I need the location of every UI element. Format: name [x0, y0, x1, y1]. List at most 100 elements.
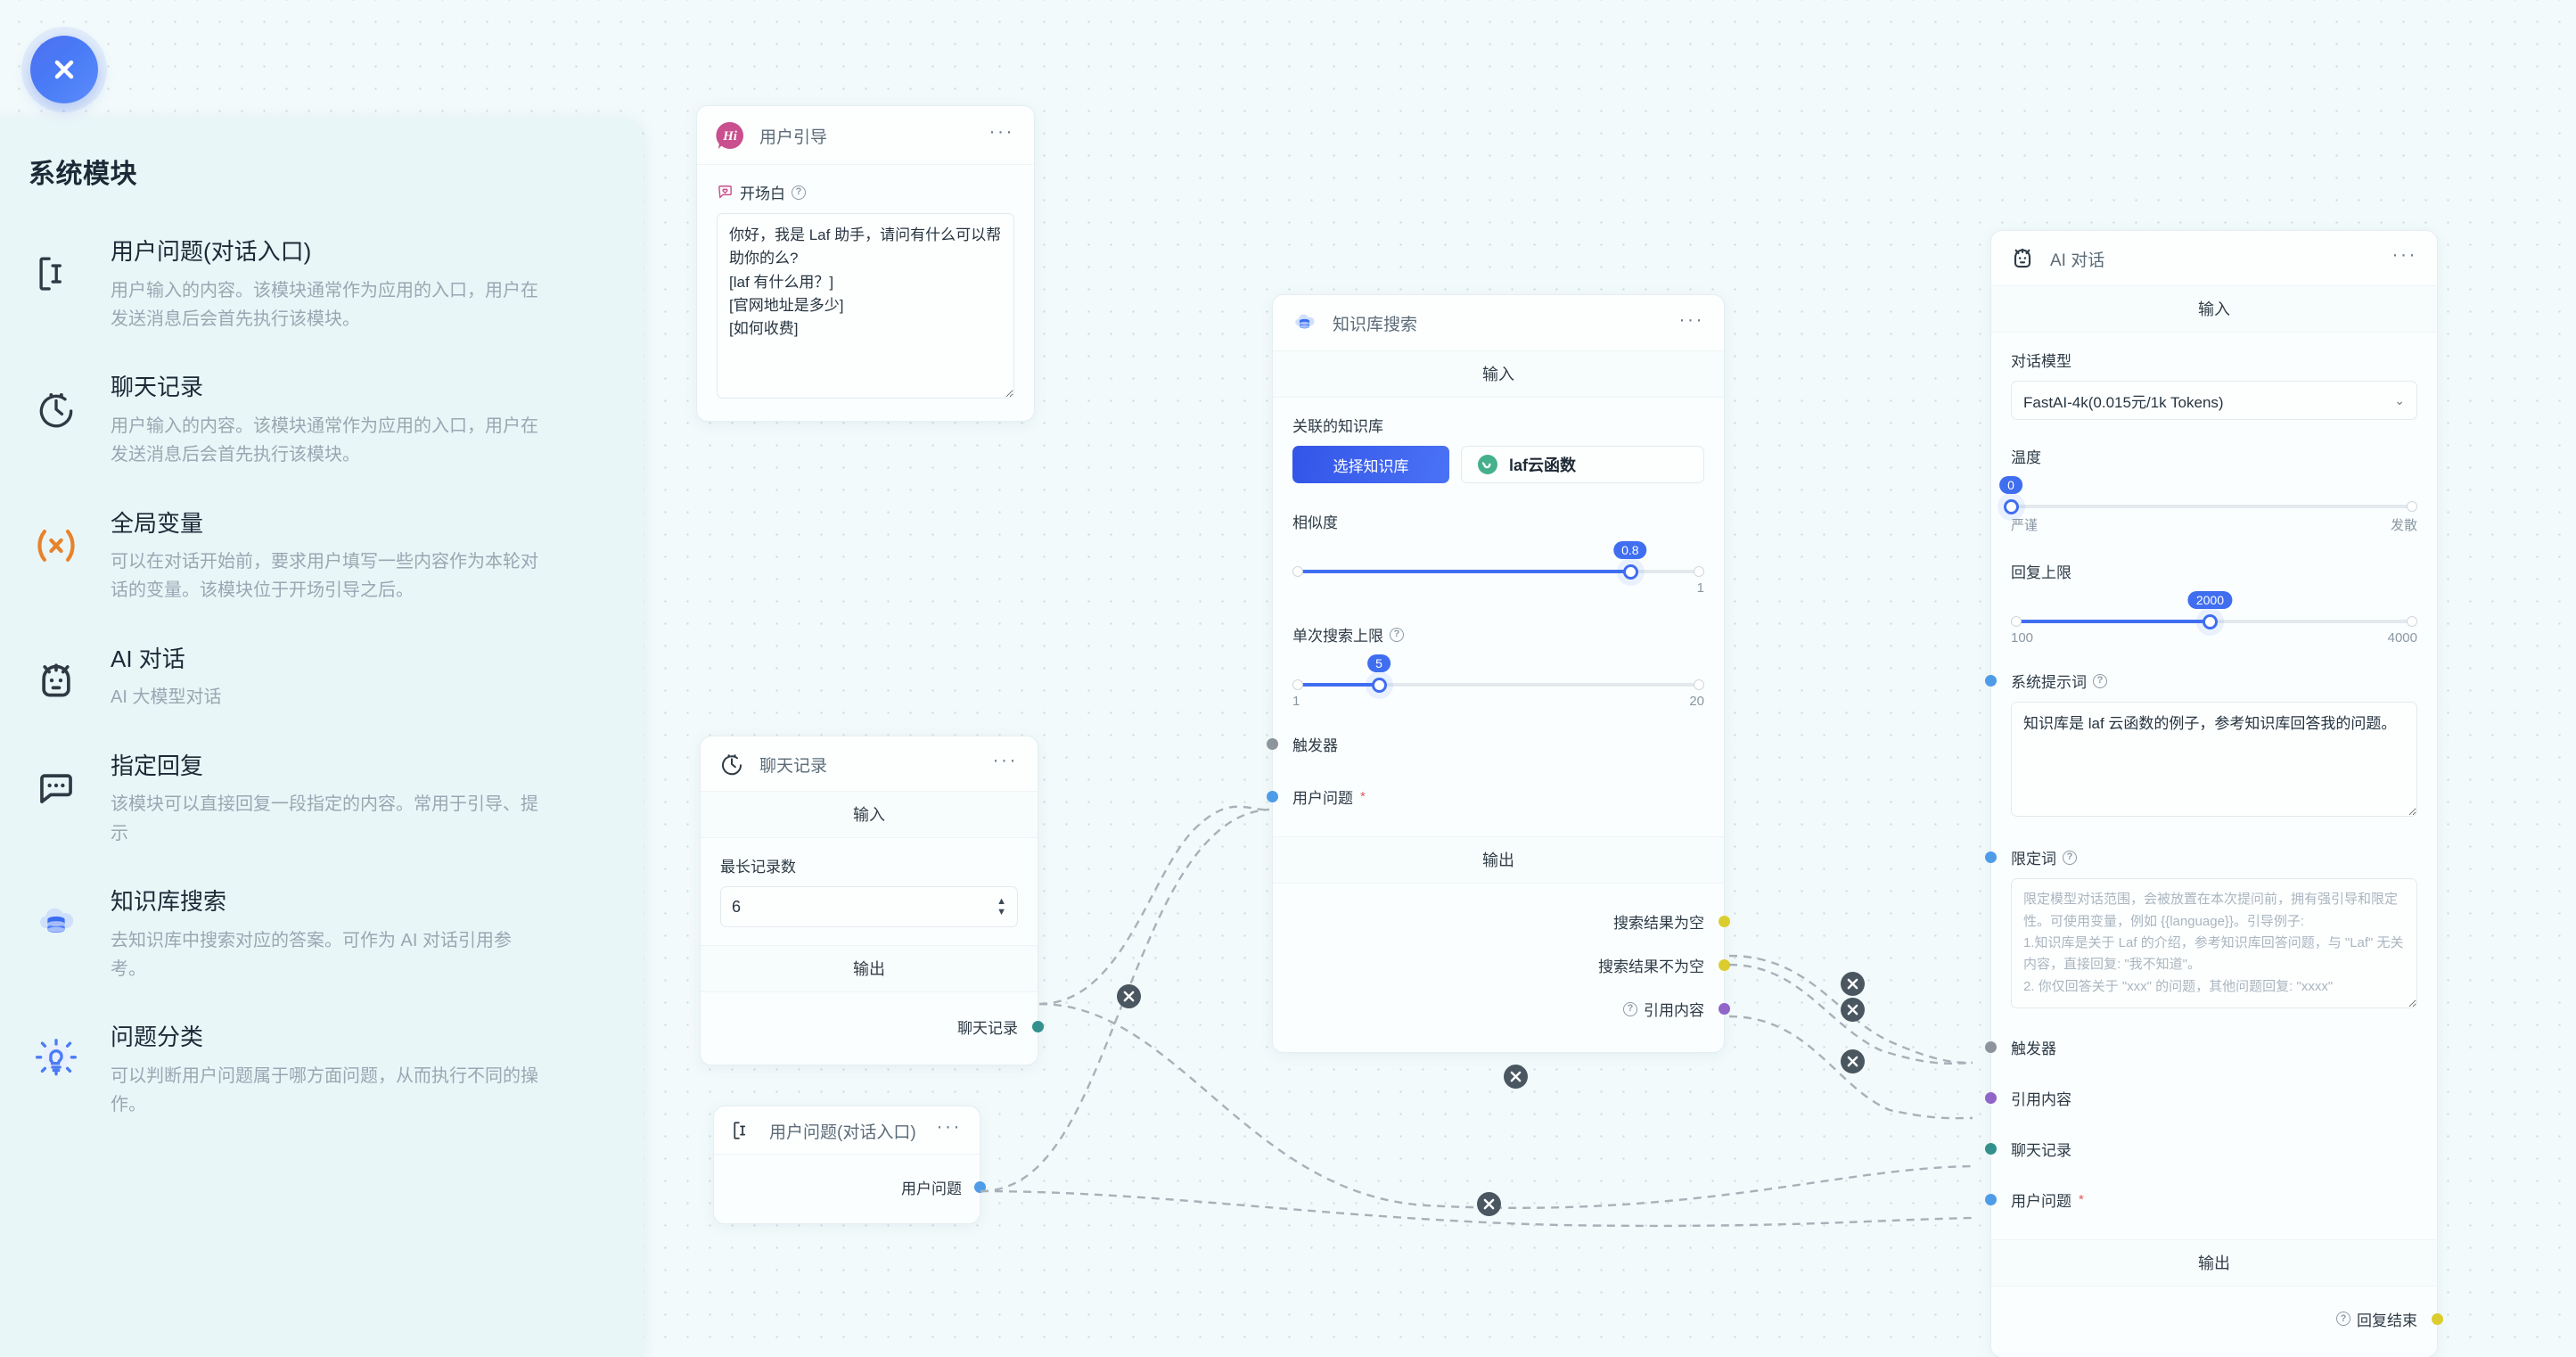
input-handle-user-question[interactable] [1267, 791, 1278, 802]
select-dataset-button[interactable]: 选择知识库 [1292, 446, 1449, 483]
input-handle-system-prompt[interactable] [1985, 675, 1997, 687]
slider-fill [1292, 683, 1380, 687]
sidebar-item-label: 用户问题(对话入口) [111, 238, 312, 265]
node-header[interactable]: AI 对话 ··· [1991, 231, 2437, 286]
node-header[interactable]: 用户问题(对话入口) ··· [714, 1106, 980, 1155]
sidebar-item-chat-history[interactable]: 聊天记录 用户输入的内容。该模块通常作为应用的入口，用户在发送消息后会首先执行该… [29, 373, 608, 469]
node-user-guide[interactable]: Hi 用户引导 ··· 开场白 ? [696, 105, 1035, 423]
sidebar-item-user-question[interactable]: 用户问题(对话入口) 用户输入的内容。该模块通常作为应用的入口，用户在发送消息后… [29, 237, 608, 333]
output-handle-empty-result[interactable] [1719, 916, 1730, 927]
dataset-chip[interactable]: laf云函数 [1461, 446, 1704, 483]
help-icon[interactable]: ? [2063, 850, 2077, 865]
stepper-down-icon[interactable]: ▼ [997, 906, 1006, 917]
sidebar-item-global-variable[interactable]: 全局变量 可以在对话开始前，要求用户填写一些内容作为本轮对话的变量。该模块位于开… [29, 509, 608, 605]
required-marker: * [1360, 789, 1366, 804]
node-menu-button[interactable]: ··· [992, 750, 1018, 770]
model-select[interactable]: FastAI-4k(0.015元/1k Tokens) ⌄ [2011, 381, 2417, 420]
input-user-question[interactable]: 用户问题* [1985, 1178, 2417, 1221]
temperature-min-label: 严谨 [2011, 518, 2039, 533]
input-user-question[interactable]: 用户问题* [1267, 775, 1704, 818]
help-icon[interactable]: ? [2093, 673, 2107, 688]
input-handle-trigger[interactable] [1267, 738, 1278, 750]
output-reply-end[interactable]: ? 回复结束 [2011, 1297, 2443, 1341]
sidebar-item-kb-search[interactable]: 知识库搜索 去知识库中搜索对应的答案。可作为 AI 对话引用参考。 [29, 887, 608, 983]
sidebar-item-question-classify[interactable]: 问题分类 可以判断用户问题属于哪方面问题，从而执行不同的操作。 [29, 1023, 608, 1119]
input-trigger[interactable]: 触发器 [1985, 1025, 2417, 1069]
output-handle-reply-end[interactable] [2432, 1312, 2443, 1325]
edge-delete-button[interactable] [1841, 972, 1865, 996]
similarity-slider[interactable]: 0.8 1 [1292, 541, 1704, 596]
sidebar-item-label: 指定回复 [111, 752, 204, 779]
help-icon[interactable]: ? [1623, 1001, 1637, 1016]
edge-delete-button[interactable] [1477, 1192, 1501, 1216]
system-prompt-textarea[interactable] [2011, 702, 2417, 818]
edge-delete-button[interactable] [1504, 1065, 1528, 1089]
sidebar-item-ai-chat[interactable]: AI 对话 AI 大模型对话 [29, 645, 608, 712]
robot-icon [2009, 245, 2036, 272]
output-label: 聊天记录 [957, 1020, 1018, 1037]
input-handle-quote-content[interactable] [1985, 1091, 1997, 1104]
database-cloud-icon [1291, 309, 1318, 337]
output-quote-content[interactable]: ? 引用内容 [1292, 987, 1730, 1031]
stepper-up-icon[interactable]: ▲ [997, 895, 1006, 907]
sidebar-item-label: 聊天记录 [111, 374, 204, 401]
output-user-question[interactable]: 用户问题 [732, 1165, 986, 1209]
node-header[interactable]: 知识库搜索 ··· [1273, 295, 1724, 351]
edge-delete-button[interactable] [1841, 1049, 1865, 1073]
slider-max-cap [2407, 501, 2417, 512]
help-icon[interactable]: ? [2336, 1312, 2350, 1327]
node-input-body: 最长记录数 6 ▲ ▼ [701, 838, 1038, 945]
output-label: 用户问题 [901, 1180, 962, 1197]
quantity-stepper[interactable]: ▲ ▼ [997, 895, 1006, 917]
sidebar-item-label: 知识库搜索 [111, 888, 227, 916]
output-handle-nonempty-result[interactable] [1719, 959, 1730, 971]
output-chat-history[interactable]: 聊天记录 [720, 1005, 1044, 1049]
node-menu-button[interactable]: ··· [2391, 244, 2417, 265]
sidebar-item-desc: 可以在对话开始前，要求用户填写一些内容作为本轮对话的变量。该模块位于开场引导之后… [111, 552, 538, 601]
node-kb-search[interactable]: 知识库搜索 ··· 输入 关联的知识库 选择知识库 laf云函数 相似度 [1267, 294, 1730, 1053]
input-label: 聊天记录 [2011, 1141, 2071, 1159]
slider-fill [2011, 620, 2211, 623]
output-handle-chat-history[interactable] [1032, 1021, 1044, 1032]
input-handle-qualifier[interactable] [1985, 851, 1997, 864]
output-handle-user-question[interactable] [974, 1181, 986, 1193]
input-handle-trigger[interactable] [1985, 1040, 1997, 1053]
node-menu-button[interactable]: ··· [989, 121, 1014, 142]
opening-statement-textarea[interactable] [717, 213, 1014, 399]
input-chat-history[interactable]: 聊天记录 [1985, 1127, 2417, 1171]
node-menu-button[interactable]: ··· [1678, 308, 1704, 330]
input-quote-content[interactable]: 引用内容 [1985, 1076, 2417, 1120]
max-records-input[interactable]: 6 ▲ ▼ [720, 886, 1018, 927]
system-modules-panel: 系统模块 用户问题(对话入口) 用户输入的内容。该模块通常作为应用的入口，用户在… [0, 118, 644, 1357]
output-empty-result[interactable]: 搜索结果为空 [1292, 900, 1730, 943]
max-tokens-slider[interactable]: 2000 100 4000 [2011, 591, 2417, 646]
node-menu-button[interactable]: ··· [936, 1116, 962, 1137]
node-header[interactable]: Hi 用户引导 ··· [697, 106, 1034, 165]
node-user-question[interactable]: 用户问题(对话入口) ··· 用户问题 [713, 1106, 986, 1224]
edge-delete-button[interactable] [1841, 998, 1865, 1022]
limit-value-badge: 5 [1367, 654, 1391, 672]
output-label: 引用内容 [1644, 1002, 1704, 1019]
node-header[interactable]: 聊天记录 ··· [701, 736, 1038, 792]
opening-statement-label: 开场白 ? [717, 181, 1014, 203]
input-handle-user-question[interactable] [1985, 1193, 1997, 1205]
slider-thumb[interactable] [1372, 678, 1388, 693]
temperature-slider[interactable]: 0 严谨 发散 [1999, 476, 2417, 533]
input-handle-chat-history[interactable] [1985, 1142, 1997, 1155]
slider-thumb[interactable] [2004, 499, 2019, 514]
qualifier-textarea[interactable] [2011, 878, 2417, 1008]
input-trigger[interactable]: 触发器 [1267, 722, 1704, 766]
node-output-body: 搜索结果为空 搜索结果不为空 ? 引用内容 [1273, 884, 1730, 1052]
node-ai-chat[interactable]: AI 对话 ··· 输入 对话模型 FastAI-4k(0.015元/1k To… [1985, 230, 2443, 1357]
edge-delete-button[interactable] [1117, 984, 1141, 1008]
sidebar-item-specified-reply[interactable]: 指定回复 该模块可以直接回复一段指定的内容。常用于引导、提示 [29, 752, 608, 848]
help-icon[interactable]: ? [792, 185, 806, 200]
close-button[interactable] [30, 36, 98, 103]
help-icon[interactable]: ? [1390, 627, 1404, 642]
slider-thumb[interactable] [1622, 564, 1638, 580]
limit-slider[interactable]: 5 1 20 [1292, 654, 1704, 709]
output-nonempty-result[interactable]: 搜索结果不为空 [1292, 943, 1730, 987]
output-handle-quote-content[interactable] [1719, 1003, 1730, 1015]
slider-thumb[interactable] [2203, 614, 2219, 629]
node-chat-history[interactable]: 聊天记录 ··· 输入 最长记录数 6 ▲ ▼ 输出 聊天记录 [700, 736, 1044, 1065]
